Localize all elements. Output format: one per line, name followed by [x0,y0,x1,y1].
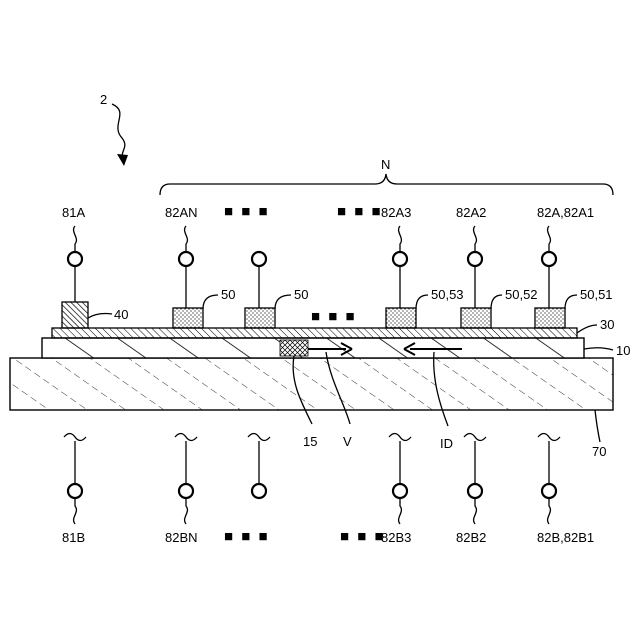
tilde-82bn [175,434,197,441]
terminal-81a [68,252,82,266]
terminal-82b2 [468,484,482,498]
leader-50-a [203,295,218,309]
terminal-82an [179,252,193,266]
electrode-50-n [173,308,203,328]
terminal-82b3 [393,484,407,498]
label-50-51: 50,51 [580,287,613,302]
label-10: 10 [616,343,630,358]
leader-50-53 [416,295,428,309]
figure-ref-arrowhead-icon [117,154,128,166]
electrode-50-53 [386,308,416,328]
terminal-82bn [179,484,193,498]
label-50-a: 50 [221,287,235,302]
electrode-40 [62,302,88,328]
leader-50-b [275,295,291,309]
label-82b2: 82B2 [456,530,486,545]
label-81a: 81A [62,205,85,220]
group-label: N [381,157,390,172]
terminal-81b [68,484,82,498]
label-82a1: 82A,82A1 [537,205,594,220]
terminal-82a3 [393,252,407,266]
label-30: 30 [600,317,614,332]
label-82a2: 82A2 [456,205,486,220]
lead-82b3 [399,498,402,524]
label-50-b: 50 [294,287,308,302]
lead-82b1 [548,498,551,524]
label-50-52: 50,52 [505,287,538,302]
electrode-50-n1 [245,308,275,328]
label-82b1: 82B,82B1 [537,530,594,545]
terminal-82a2 [468,252,482,266]
label-15: 15 [303,434,317,449]
lead-82a2 [474,226,477,252]
region-15-pattern [280,340,308,356]
label-50-53: 50,53 [431,287,464,302]
lead-81b [74,498,77,524]
group-brace [160,174,613,195]
ellipsis-top-left: ■ ■ ■ [224,203,270,220]
electrode-50-52 [461,308,491,328]
figure-ref-label: 2 [100,92,107,107]
terminal-82bn-1 [252,484,266,498]
figure-ref-arrow-icon [112,104,125,160]
tilde-82b1 [538,434,560,441]
label-82a3: 82A3 [381,205,411,220]
label-82b3: 82B3 [381,530,411,545]
label-82bn: 82BN [165,530,198,545]
label-40: 40 [114,307,128,322]
ellipsis-middle: ■ ■ ■ [311,308,357,325]
tilde-82b2 [464,434,486,441]
leader-70 [595,410,600,442]
ellipsis-top-right: ■ ■ ■ [337,203,383,220]
leader-50-52 [491,295,502,309]
label-v: V [343,434,352,449]
lead-82a1 [548,226,551,252]
label-81b: 81B [62,530,85,545]
terminal-82an-1 [252,252,266,266]
lead-82b2 [474,498,477,524]
lead-81a [74,226,77,252]
substrate-70 [10,358,613,410]
label-82an: 82AN [165,205,198,220]
leader-30 [577,325,597,333]
leader-40 [88,314,112,319]
terminal-82b1 [542,484,556,498]
lead-82a3 [399,226,402,252]
lead-82bn [185,498,188,524]
lead-82an [185,226,188,252]
label-id: ID [440,436,453,451]
terminal-82a1 [542,252,556,266]
tilde-82bn-1 [248,434,270,441]
ellipsis-bottom-left: ■ ■ ■ [224,528,270,545]
layer-30 [52,328,577,338]
tilde-82b3 [389,434,411,441]
leader-50-51 [565,295,577,309]
ellipsis-bottom-right: ■ ■ ■ [340,528,386,545]
leader-10 [584,348,613,350]
label-70: 70 [592,444,606,459]
electrode-50-51 [535,308,565,328]
tilde-81b [64,434,86,441]
